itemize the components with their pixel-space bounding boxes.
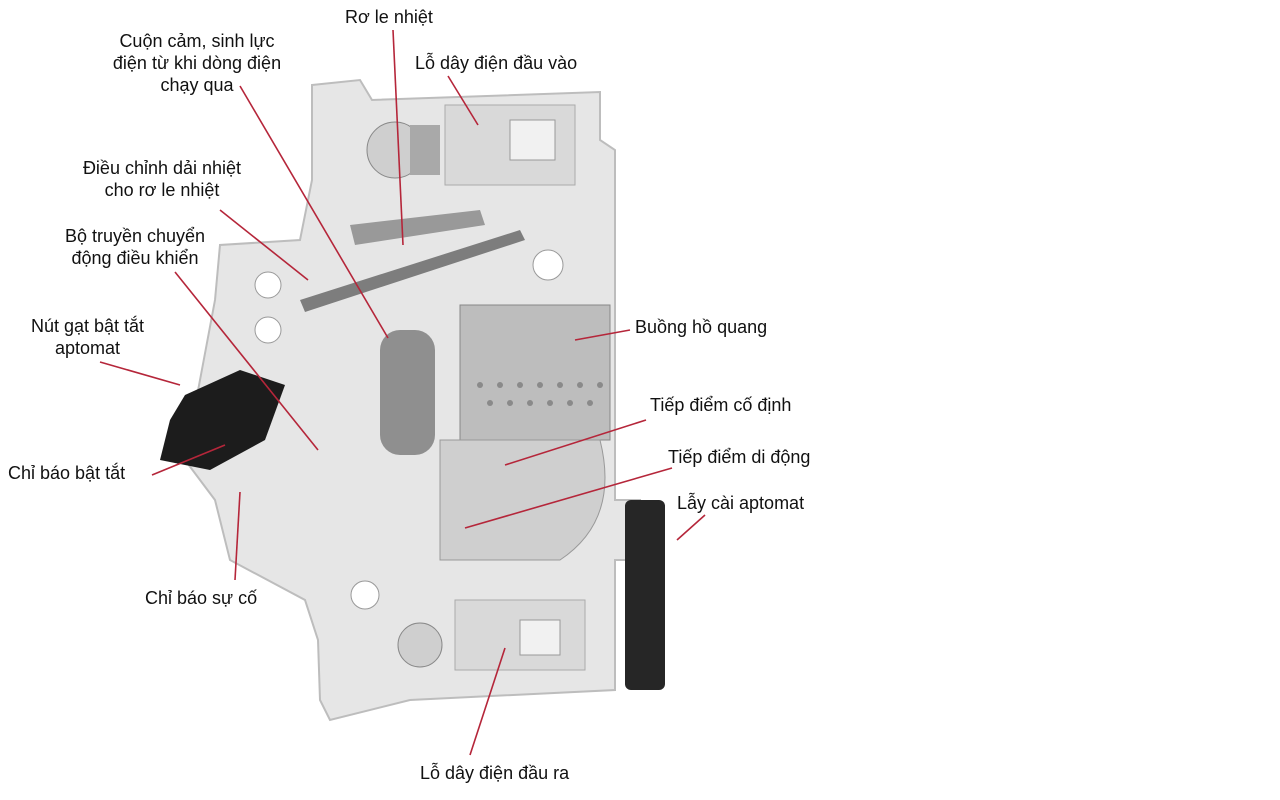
label-thermal-adjust-line: Điều chỉnh dải nhiệt (82, 158, 242, 178)
label-toggle-line: Nút gạt bật tắt (30, 316, 145, 336)
label-fixed-contact: Tiếp điểm cố định (650, 395, 792, 415)
label-coil-line: điện từ khi dòng điện (112, 53, 282, 73)
label-coil-line: Cuộn cảm, sinh lực (119, 31, 275, 51)
breaker-body (183, 78, 641, 722)
leader-lines (99, 29, 706, 756)
label-on-off-indicator: Chỉ báo bật tắt (8, 463, 126, 483)
label-latch: Lẫy cài aptomat (677, 493, 805, 513)
label-transmission-line: động điều khiển (71, 248, 199, 268)
label-transmission-line: Bộ truyền chuyển (64, 226, 206, 246)
label-transmission: Bộ truyền chuyển động điều khiển (35, 225, 235, 269)
label-coil: Cuộn cảm, sinh lực điện từ khi dòng điện… (97, 30, 297, 96)
arc-chamber-holes (477, 382, 603, 406)
label-output-terminal: Lỗ dây điện đầu ra (420, 763, 570, 783)
label-input-terminal: Lỗ dây điện đầu vào (415, 53, 578, 73)
label-thermal-relay: Rơ le nhiệt (345, 7, 433, 27)
label-thermal-adjust: Điều chỉnh dải nhiệt cho rơ le nhiệt (62, 157, 262, 201)
toggle-lever (160, 370, 285, 470)
label-toggle-line: aptomat (54, 338, 121, 358)
label-toggle: Nút gạt bật tắt aptomat (0, 315, 175, 359)
label-moving-contact: Tiếp điểm di động (668, 447, 811, 467)
label-arc-chamber: Buồng hồ quang (635, 317, 768, 337)
latch-part (625, 500, 665, 690)
label-thermal-adjust-line: cho rơ le nhiệt (104, 180, 220, 200)
label-coil-line: chạy qua (160, 75, 234, 95)
label-fault-indicator: Chỉ báo sự cố (145, 588, 258, 608)
